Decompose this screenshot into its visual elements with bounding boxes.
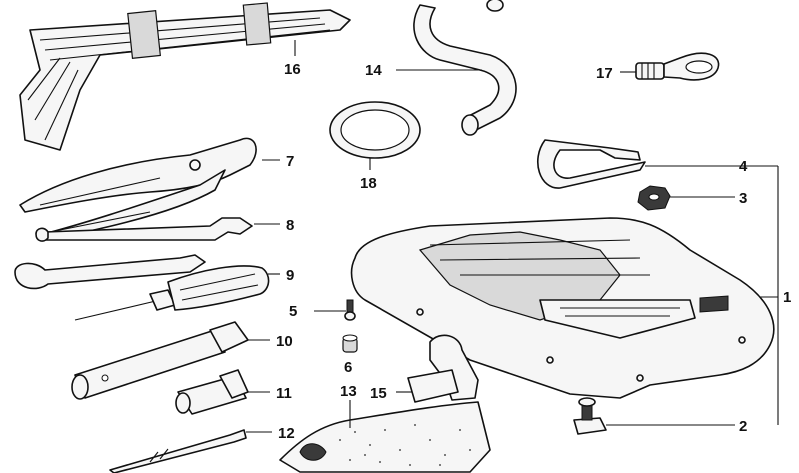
callout-17: 17 <box>596 65 613 82</box>
callout-15: 15 <box>370 385 387 402</box>
screwdriver-part <box>74 265 270 321</box>
clip-fastener-part <box>573 397 607 435</box>
callout-9: 9 <box>286 267 294 284</box>
callout-6: 6 <box>344 359 352 376</box>
pliers-part <box>19 137 257 241</box>
callout-5: 5 <box>289 303 297 320</box>
callout-12: 12 <box>278 425 295 442</box>
engine-cover-part <box>350 217 775 399</box>
callout-2: 2 <box>739 418 747 435</box>
callout-16: 16 <box>284 61 301 78</box>
socket-part <box>175 369 249 415</box>
callout-1: 1 <box>783 289 791 306</box>
socket-tube-part <box>71 321 249 400</box>
callout-3: 3 <box>739 190 747 207</box>
nut-part <box>637 185 671 211</box>
callout-14: 14 <box>365 62 382 79</box>
bushing-part <box>342 334 358 353</box>
punch-part <box>109 429 247 473</box>
callout-8: 8 <box>286 217 294 234</box>
tool-roll-part <box>19 2 351 151</box>
cloth-bag-part <box>279 401 491 473</box>
callout-4: 4 <box>739 158 748 175</box>
hose-part <box>413 0 517 136</box>
callout-7: 7 <box>286 153 294 170</box>
callout-11: 11 <box>276 385 292 402</box>
callout-10: 10 <box>276 333 293 350</box>
callout-18: 18 <box>360 175 377 192</box>
wrench-part <box>35 217 253 242</box>
spring-clip-part <box>536 139 646 189</box>
retaining-strap-part <box>407 334 479 403</box>
lifting-eye-part <box>635 52 720 81</box>
screw-part <box>344 299 356 321</box>
combination-wrench-part <box>14 254 206 290</box>
callout-13: 13 <box>340 383 357 400</box>
sealing-ring-part <box>329 101 421 159</box>
